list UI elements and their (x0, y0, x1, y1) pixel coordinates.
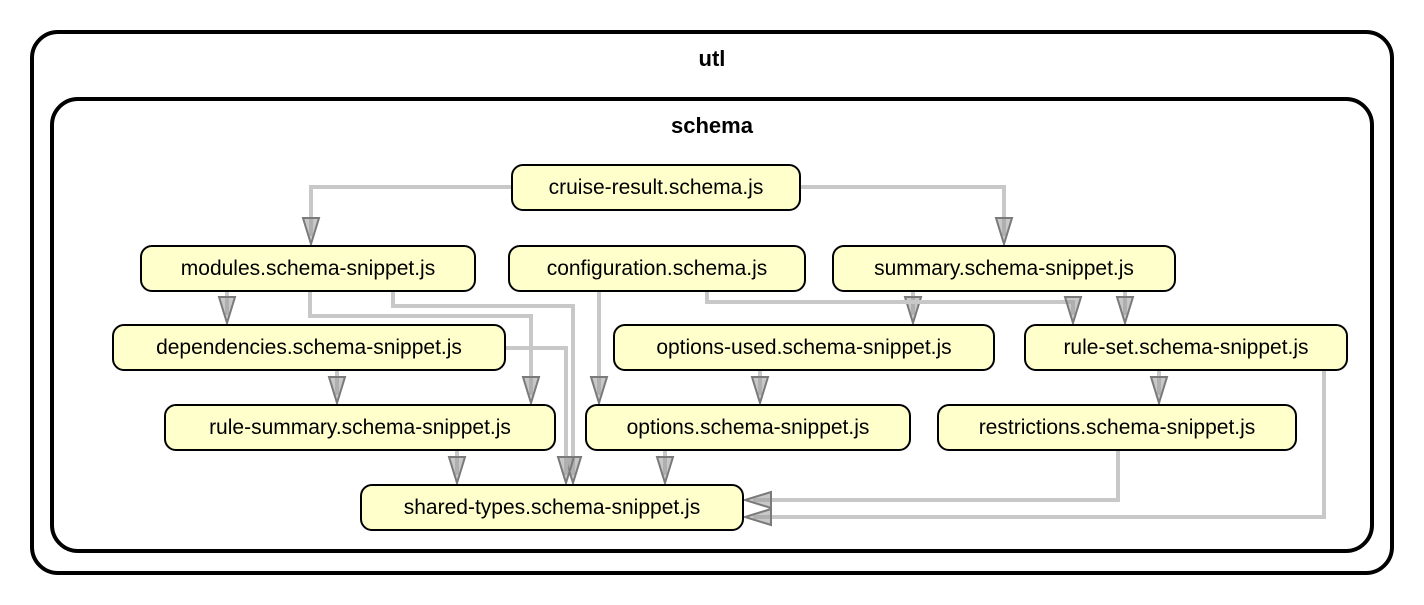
node-modules[interactable]: modules.schema-snippet.js (140, 245, 476, 292)
node-summary[interactable]: summary.schema-snippet.js (832, 245, 1176, 292)
node-rule-summary[interactable]: rule-summary.schema-snippet.js (164, 404, 556, 451)
node-rule-set[interactable]: rule-set.schema-snippet.js (1024, 324, 1348, 371)
node-shared-types[interactable]: shared-types.schema-snippet.js (360, 484, 744, 531)
node-options-used[interactable]: options-used.schema-snippet.js (613, 324, 995, 371)
node-options[interactable]: options.schema-snippet.js (585, 404, 911, 451)
node-dependencies[interactable]: dependencies.schema-snippet.js (112, 324, 506, 371)
node-restrictions[interactable]: restrictions.schema-snippet.js (937, 404, 1297, 451)
cluster-schema-label: schema (671, 113, 753, 138)
node-cruise-result[interactable]: cruise-result.schema.js (511, 164, 801, 211)
node-configuration[interactable]: configuration.schema.js (508, 245, 806, 292)
cluster-utl-label: utl (698, 46, 726, 71)
